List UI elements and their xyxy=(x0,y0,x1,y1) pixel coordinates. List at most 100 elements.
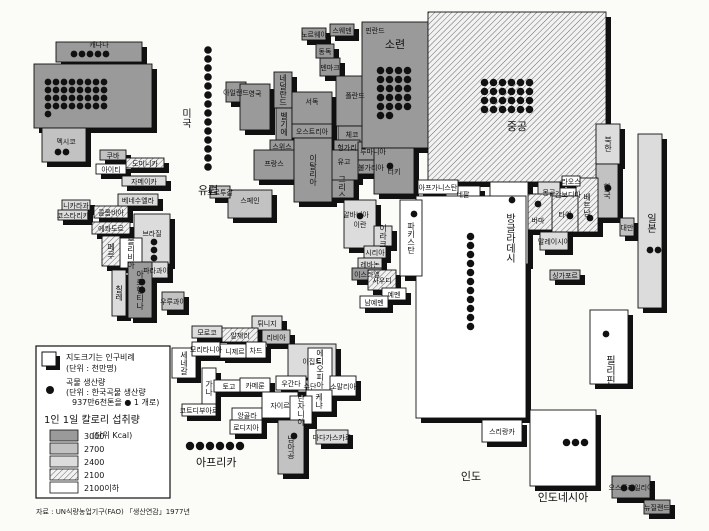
country-label-iraq: 이라크 xyxy=(378,223,387,248)
grain-dot-europe xyxy=(204,100,212,108)
country-usa xyxy=(33,63,153,129)
country-label-mali: 니제르 xyxy=(225,347,245,356)
grain-dot-pakistan xyxy=(410,210,418,218)
country-singapore xyxy=(549,269,581,281)
grain-dot-southafrica xyxy=(290,432,298,440)
country-malaysia xyxy=(539,231,569,251)
country-label-venezuela: 베네수엘라 xyxy=(122,196,155,205)
grain-dot-usa xyxy=(44,102,52,110)
grain-dot-china xyxy=(516,87,525,96)
grain-dot-china xyxy=(525,96,534,105)
country-label-togo: 토고 xyxy=(223,383,236,391)
grain-dot-europe xyxy=(204,145,212,153)
country-label-zaire: 자이르 xyxy=(270,401,290,410)
country-label-iran: 이란 xyxy=(354,220,367,229)
grain-dot-usa xyxy=(92,102,100,110)
grain-dot-ussr xyxy=(385,111,394,120)
grain-dot-usa xyxy=(100,86,108,94)
country-label-japan: 일본 xyxy=(645,213,657,233)
country-ethiopia xyxy=(307,347,333,391)
grain-dot-india xyxy=(466,322,475,331)
grain-dot-europe xyxy=(204,118,212,126)
country-label-mauritania: 모리타니아 xyxy=(190,345,223,354)
grain-dot-ussr xyxy=(376,84,385,93)
grain-dot-ussr xyxy=(385,66,394,75)
grain-dot-china xyxy=(507,87,516,96)
grain-dot-africa xyxy=(235,441,245,451)
grain-dot-india xyxy=(466,286,475,295)
grain-dot-india xyxy=(466,313,475,322)
grain-dot-china xyxy=(507,105,516,114)
country-label-srilanka: 스리랑카 xyxy=(489,427,515,436)
grain-dot-ussr xyxy=(394,102,403,111)
country-label-malaysia: 말레이시아 xyxy=(538,237,571,246)
grain-dot-indonesia xyxy=(580,438,589,447)
country-label-paraguay: 파라과이 xyxy=(143,266,169,275)
legend-swatch-2 xyxy=(49,455,79,468)
grain-dot-ussr xyxy=(394,84,403,93)
country-label-greece: 그리스 xyxy=(338,175,347,199)
country-label-argentina: 아르헨티나 xyxy=(135,269,144,311)
country-iran xyxy=(343,199,377,249)
country-label-southyemen: 남예멘 xyxy=(364,298,383,307)
grain-dot-europe xyxy=(204,91,212,99)
source-note: 자료 : UN식량농업기구(FAO) 「생산연감」1977년 xyxy=(36,507,190,516)
country-northkorea xyxy=(595,123,621,165)
country-label-angola: 앙골라 xyxy=(237,411,257,420)
grain-dot-china xyxy=(489,78,498,87)
grain-dot-iran xyxy=(356,212,364,220)
grain-dot-ussr xyxy=(403,75,412,84)
country-label-usa: 미국 xyxy=(180,108,192,129)
grain-dot-ussr xyxy=(394,75,403,84)
country-label-dominica: 도미니카 xyxy=(132,159,158,168)
grain-dot-ussr xyxy=(403,93,412,102)
country-label-taiwan: 대만 xyxy=(621,223,634,232)
country-label-nicaragua: 니카라과 xyxy=(63,201,89,210)
grain-dot-china xyxy=(489,96,498,105)
country-label-philippines: 필리핀 xyxy=(604,355,616,385)
grain-dot-ussr xyxy=(403,66,412,75)
grain-dot-usa xyxy=(92,78,100,86)
3d-box-icon xyxy=(41,351,60,370)
grain-dot-usa xyxy=(60,86,68,94)
country-laos xyxy=(561,175,581,187)
country-label-jamaica: 자메이카 xyxy=(131,177,157,186)
country-cuba xyxy=(99,149,127,161)
legend: 지도크기는 인구비례 (단위 : 천만명) 곡물 생산량 (단위 : 한국곡물 … xyxy=(35,345,171,499)
country-label-lebanon: 레바논 xyxy=(360,260,380,269)
country-indonesia xyxy=(529,409,597,487)
country-label-denmark: 덴마크 xyxy=(320,63,340,72)
country-label-albania: 알바니아 xyxy=(343,210,369,219)
country-label-poland: 폴란드 xyxy=(345,92,365,100)
grain-dot-usa xyxy=(76,78,84,86)
country-label-switzerland: 스위스 xyxy=(272,143,292,151)
country-ivorycoast xyxy=(181,403,217,417)
country-label-vietnam: 베트남 xyxy=(582,193,591,217)
grain-dot-usa xyxy=(44,110,52,118)
grain-dot-china xyxy=(498,105,507,114)
country-turkey xyxy=(373,147,415,195)
country-chile xyxy=(111,269,127,317)
country-label-morocco: 모로코 xyxy=(197,329,217,337)
grain-dot-ussr xyxy=(394,93,403,102)
grain-dot-usa xyxy=(44,78,52,86)
grain-dot-china xyxy=(507,78,516,87)
country-label-saudi: 사우디 xyxy=(372,276,391,285)
grain-dot-europe xyxy=(204,109,212,117)
grain-dot-india xyxy=(466,232,475,241)
grain-dot-usa xyxy=(92,86,100,94)
grain-dot-ussr xyxy=(385,93,394,102)
country-label-bulgaria: 불가리아 xyxy=(358,163,384,172)
country-label-chad: 차드 xyxy=(250,346,263,355)
grain-dot-ussr xyxy=(385,102,394,111)
grain-dot-argentina xyxy=(138,278,146,286)
country-label-bolivia: 볼리비아 xyxy=(126,236,135,270)
country-uruguay xyxy=(161,291,185,311)
country-label-pakistan: 파키스탄 xyxy=(406,222,415,254)
grain-dot-usa xyxy=(68,86,76,94)
country-label-hungary: 헝가리 xyxy=(337,143,356,152)
grain-dot-china xyxy=(498,87,507,96)
grain-dot-ussr xyxy=(376,75,385,84)
grain-dot-china xyxy=(489,105,498,114)
grain-dot-canada xyxy=(102,50,110,58)
